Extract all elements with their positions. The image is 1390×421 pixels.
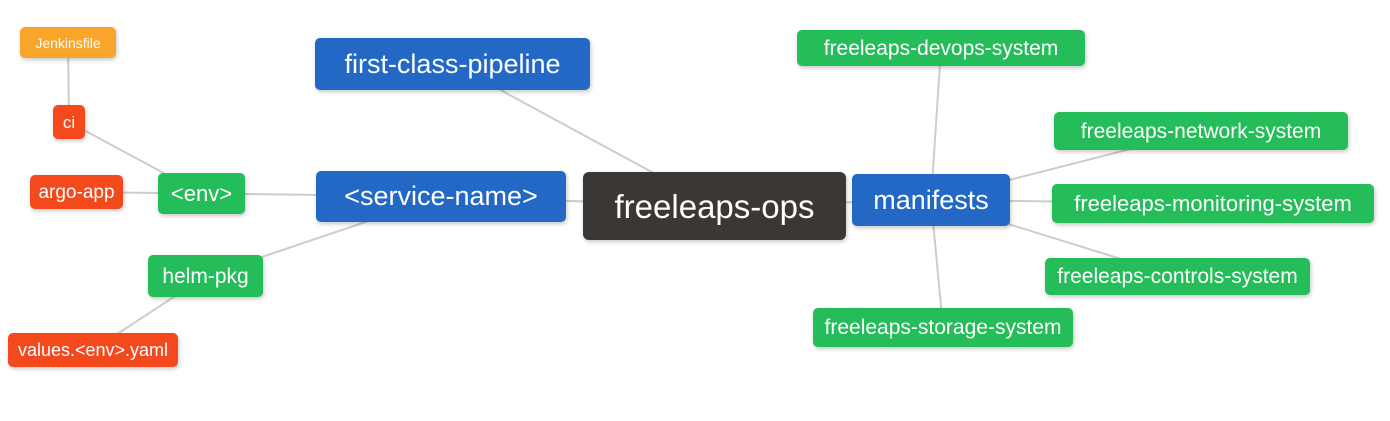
node-freeleaps-controls-system[interactable]: freeleaps-controls-system xyxy=(1045,258,1310,295)
node-freeleaps-network-system[interactable]: freeleaps-network-system xyxy=(1054,112,1348,150)
node-argo-app[interactable]: argo-app xyxy=(30,175,123,209)
node-freeleaps-devops-system[interactable]: freeleaps-devops-system xyxy=(797,30,1085,66)
node-ci[interactable]: ci xyxy=(53,105,85,139)
node-service-name[interactable]: <service-name> xyxy=(316,171,566,222)
node-freeleaps-ops[interactable]: freeleaps-ops xyxy=(583,172,846,240)
node-first-class-pipeline[interactable]: first-class-pipeline xyxy=(315,38,590,90)
node-freeleaps-monitoring-system[interactable]: freeleaps-monitoring-system xyxy=(1052,184,1374,223)
node-jenkinsfile[interactable]: Jenkinsfile xyxy=(20,27,116,58)
node-manifests[interactable]: manifests xyxy=(852,174,1010,226)
node-helm-pkg[interactable]: helm-pkg xyxy=(148,255,263,297)
node-freeleaps-storage-system[interactable]: freeleaps-storage-system xyxy=(813,308,1073,347)
node-values-env-yaml[interactable]: values.<env>.yaml xyxy=(8,333,178,367)
node-env[interactable]: <env> xyxy=(158,173,245,214)
